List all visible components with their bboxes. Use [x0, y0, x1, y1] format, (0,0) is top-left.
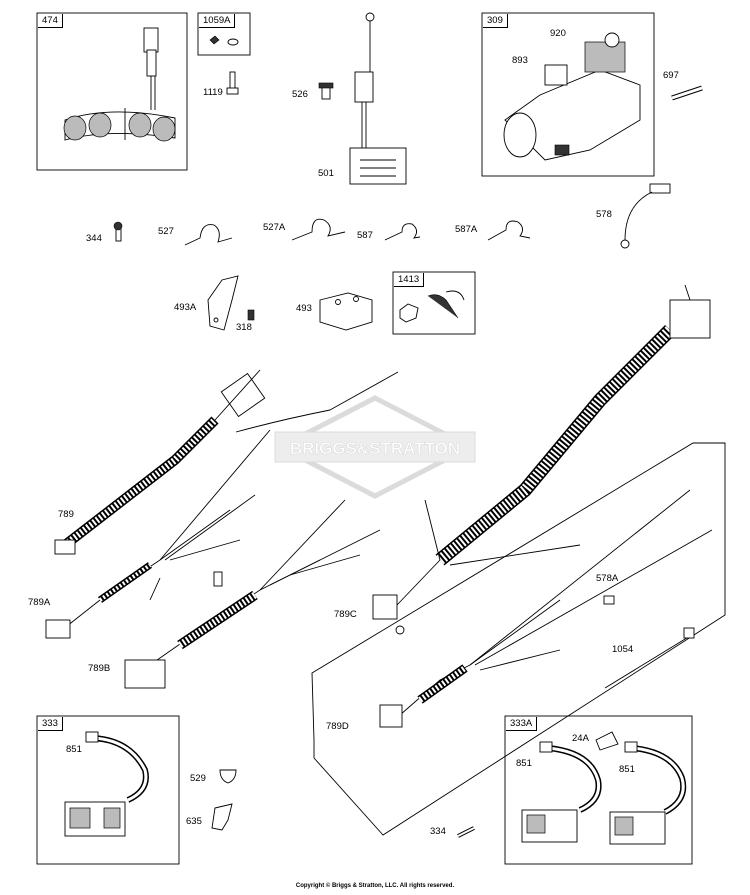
callout-529: 529 [190, 773, 206, 784]
part-309-starter-motor [503, 32, 641, 161]
part-578-ground-wire [620, 183, 671, 249]
part-1413-nut-spring [399, 290, 465, 323]
box-333A-frame [504, 715, 693, 865]
part-493-bracket [319, 292, 373, 331]
box-label-333: 333 [38, 717, 63, 731]
callout-527: 527 [158, 226, 174, 237]
callout-920: 920 [550, 28, 566, 39]
watermark-text: BRIGGS&STRATTON [290, 439, 460, 458]
callout-587A: 587A [455, 224, 478, 235]
box-1059A-frame [197, 12, 251, 56]
box-label-333A: 333A [506, 717, 538, 731]
box-1413-frame [392, 271, 476, 335]
callout-851-box-333: 851 [66, 744, 82, 755]
callout-789: 789 [58, 509, 74, 520]
callout-851-box-333A-left: 851 [516, 758, 532, 769]
part-344-screw [113, 221, 123, 242]
callout-526: 526 [292, 89, 308, 100]
callout-501: 501 [318, 168, 334, 179]
callout-578: 578 [596, 209, 612, 220]
copyright-notice: Copyright © Briggs & Stratton, LLC. All … [295, 883, 455, 889]
part-578A-wire [603, 595, 615, 605]
part-334-screw [457, 826, 475, 838]
part-587-clip [384, 223, 421, 241]
part-24A-bushing [595, 731, 619, 751]
watermark-logo: BRIGGS&STRATTON [274, 395, 476, 499]
part-789D-harness [379, 489, 713, 728]
box-309-frame [481, 12, 655, 177]
callout-587: 587 [357, 230, 373, 241]
part-789-harness [54, 369, 399, 555]
box-789D-frame [311, 442, 726, 836]
box-label-474: 474 [38, 14, 63, 28]
box-label-1059A: 1059A [199, 14, 236, 28]
callout-334: 334 [430, 826, 446, 837]
callout-789C: 789C [334, 609, 357, 620]
callout-578A: 578A [596, 573, 619, 584]
part-1059A-screw-washer [209, 35, 239, 46]
callout-789A: 789A [28, 597, 51, 608]
callout-851-box-333A-right: 851 [619, 764, 635, 775]
box-label-789D: 789D [326, 721, 349, 732]
callout-1119: 1119 [203, 87, 223, 98]
part-318-screw [247, 309, 255, 321]
part-789A-harness [45, 429, 271, 639]
callout-893: 893 [512, 55, 528, 66]
part-493A-bracket [207, 275, 239, 331]
callout-1054: 1054 [612, 644, 634, 655]
part-527A-clamp [291, 218, 346, 241]
callout-789B: 789B [88, 663, 111, 674]
callout-635: 635 [186, 816, 202, 827]
part-1119-bolt [226, 71, 239, 95]
box-label-309: 309 [483, 14, 508, 28]
part-587A-clip [487, 220, 531, 241]
part-526-nut [318, 82, 334, 100]
callout-24A: 24A [572, 733, 589, 744]
part-527-clamp [184, 224, 233, 246]
part-474-coil-harness [63, 27, 176, 142]
part-789C-harness [372, 284, 711, 635]
callout-344: 344 [86, 233, 102, 244]
part-333-ignition-coil [64, 731, 149, 837]
callout-493: 493 [296, 303, 312, 314]
box-333-frame [36, 715, 180, 865]
callout-493A: 493A [174, 302, 197, 313]
part-501-rectifier [349, 12, 407, 185]
box-474-frame [36, 12, 188, 171]
part-697-bolt [671, 85, 703, 101]
part-789B-harness [124, 499, 381, 689]
callout-697: 697 [663, 70, 679, 81]
part-529-grommet [219, 769, 237, 784]
part-333A-ignition-coils [521, 741, 687, 845]
box-label-1413: 1413 [394, 273, 425, 287]
callout-527A: 527A [263, 222, 286, 233]
part-1054-tie-strap [604, 627, 695, 689]
callout-318: 318 [236, 322, 252, 333]
part-635-spark-boot [211, 803, 233, 831]
